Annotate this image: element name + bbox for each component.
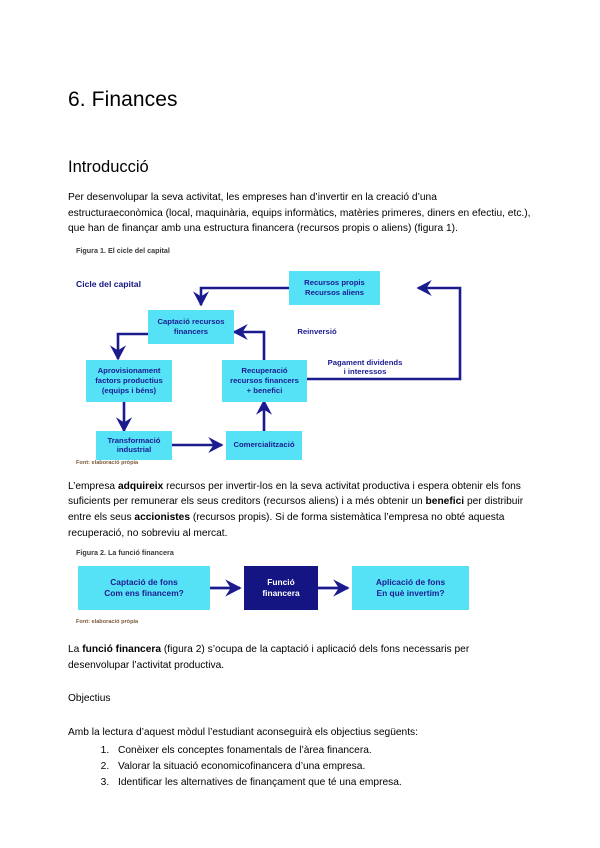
- node-line-2: financera: [262, 588, 300, 599]
- text-segment: La: [68, 644, 83, 656]
- text-segment: recursos per invertir-los en la seva act…: [68, 480, 521, 508]
- figure-1-source: Font: elaboració pròpia: [76, 459, 139, 466]
- node-aplicacio-de-fons: Aplicació de fons En què invertim?: [352, 566, 469, 611]
- node-line-1: Recuperació: [241, 366, 288, 376]
- bold-funcio-financera: funció financera: [82, 644, 162, 656]
- node-line-2: Recursos aliens: [305, 287, 364, 297]
- node-line-1: Funció: [267, 577, 295, 588]
- node-line-2: recursos financers: [230, 375, 299, 385]
- figure-2-caption: Figura 2. La funció financera: [76, 548, 174, 558]
- node-line-1: Comercialització: [233, 440, 295, 450]
- figure-1: Figura 1. El cicle del capital: [68, 246, 532, 466]
- edge-label-reinversio: Reinversió: [297, 326, 337, 336]
- node-line-2: Com ens financem?: [104, 588, 184, 599]
- edge-label-pagament-dividends: Pagament dividends i interessos: [311, 358, 419, 377]
- bold-benefici: benefici: [425, 496, 465, 508]
- node-aprovisionament-factors-productius: Aprovisionament factors productius (equi…: [86, 359, 172, 402]
- node-line-1: Aplicació de fons: [375, 577, 446, 588]
- list-item: Identificar les alternatives de finançam…: [112, 775, 532, 791]
- node-line-2: industrial: [116, 445, 152, 455]
- text-segment: L’empresa: [68, 480, 118, 492]
- edge-label-line-1: Pagament dividends: [327, 357, 403, 367]
- figure-1-caption: Figura 1. El cicle del capital: [76, 245, 170, 255]
- objectius-lead: Amb la lectura d’aquest mòdul l’estudian…: [68, 726, 418, 738]
- node-line-1: Recursos propis: [304, 278, 365, 288]
- node-comercialitzacio: Comercialització: [226, 430, 302, 460]
- cycle-title-label: Cicle del capital: [76, 278, 141, 289]
- intro-paragraph: Per desenvolupar la seva activitat, les …: [68, 192, 531, 235]
- node-captacio-de-fons: Captació de fons Com ens financem?: [78, 566, 210, 611]
- figure-2-source: Font: elaboració pròpia: [76, 619, 139, 626]
- objectius-heading: Objectius: [68, 693, 111, 705]
- figure-1-diagram: Cicle del capital Recursos propis Recurs…: [68, 255, 532, 460]
- node-funcio-financera: Funció financera: [244, 566, 318, 611]
- paragraph-after-figure-1: L’empresa adquireix recursos per inverti…: [68, 479, 532, 541]
- text-segment: (figura 2) s’ocupa de la captació i apli…: [68, 644, 470, 671]
- node-line-2: financers: [173, 326, 209, 336]
- edge-label-line-2: i interessos: [343, 367, 387, 377]
- figure-1-arrows: [109, 279, 462, 453]
- page-title: 6. Finances: [68, 88, 178, 111]
- node-line-3: + benefici: [246, 385, 283, 395]
- bold-accionistes: accionistes: [134, 511, 191, 523]
- section-heading-introduccio: Introducció: [68, 158, 149, 176]
- text-segment: per distribuir entre els seus: [68, 496, 524, 523]
- node-recursos-propis-aliens: Recursos propis Recursos aliens: [289, 270, 380, 305]
- node-line-2: En què invertim?: [376, 588, 445, 599]
- node-line-1: Captació recursos: [157, 317, 225, 327]
- objectius-list: Conèixer els conceptes fonamentals de l’…: [68, 743, 532, 792]
- figure-2-diagram: Captació de fons Com ens financem? Funci…: [68, 557, 532, 619]
- node-recuperacio-recursos-financers: Recuperació recursos financers + benefic…: [222, 359, 307, 402]
- text-segment: (recursos propis). Si de forma sistemàti…: [68, 511, 505, 539]
- list-item: Valorar la situació economicofinancera d…: [112, 759, 532, 775]
- node-line-1: Transformació: [107, 435, 161, 445]
- list-item: Conèixer els conceptes fonamentals de l’…: [112, 743, 532, 759]
- figure-2: Figura 2. La funció financera Captació d…: [68, 548, 532, 625]
- node-line-1: Captació de fons: [110, 577, 178, 588]
- paragraph-after-figure-2: La funció financera (figura 2) s’ocupa d…: [68, 642, 532, 673]
- bold-adquireix: adquireix: [117, 480, 164, 492]
- node-transformacio-industrial: Transformació industrial: [96, 430, 172, 460]
- node-line-2: factors productius: [95, 375, 163, 385]
- node-line-3: (equips i béns): [101, 385, 157, 395]
- node-captacio-recursos-financers: Captació recursos financers: [148, 309, 234, 344]
- node-line-1: Aprovisionament: [97, 366, 161, 376]
- figure-2-arrows: [210, 579, 350, 597]
